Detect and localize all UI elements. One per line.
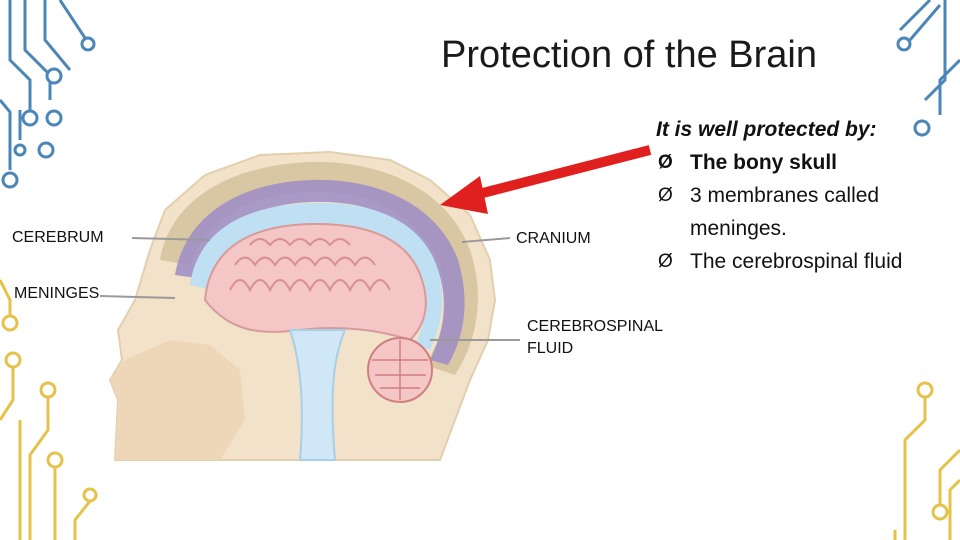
bullet-arrow-icon: Ø <box>658 245 673 278</box>
face-region <box>110 340 245 460</box>
bullet-item: Ø The cerebrospinal fluid <box>656 245 946 278</box>
label-cerebrospinal-fluid: CEREBROSPINAL FLUID <box>527 316 687 360</box>
text-panel: It is well protected by: Ø The bony skul… <box>656 113 946 278</box>
bullet-item: Ø The bony skull <box>656 146 946 179</box>
label-meninges: MENINGES <box>14 285 99 303</box>
bullet-arrow-icon: Ø <box>658 179 673 212</box>
pointer-arrow-icon <box>440 150 650 214</box>
label-cranium: CRANIUM <box>516 230 591 248</box>
label-cerebrum: CEREBRUM <box>12 229 104 247</box>
bullet-text: The bony skull <box>690 151 837 174</box>
lead-text: It is well protected by: <box>656 113 946 146</box>
bullet-arrow-icon: Ø <box>658 146 673 179</box>
bullet-text: The cerebrospinal fluid <box>690 250 902 273</box>
bullet-text: 3 membranes called meninges. <box>690 184 879 240</box>
bullet-item: Ø 3 membranes called meninges. <box>656 179 946 245</box>
